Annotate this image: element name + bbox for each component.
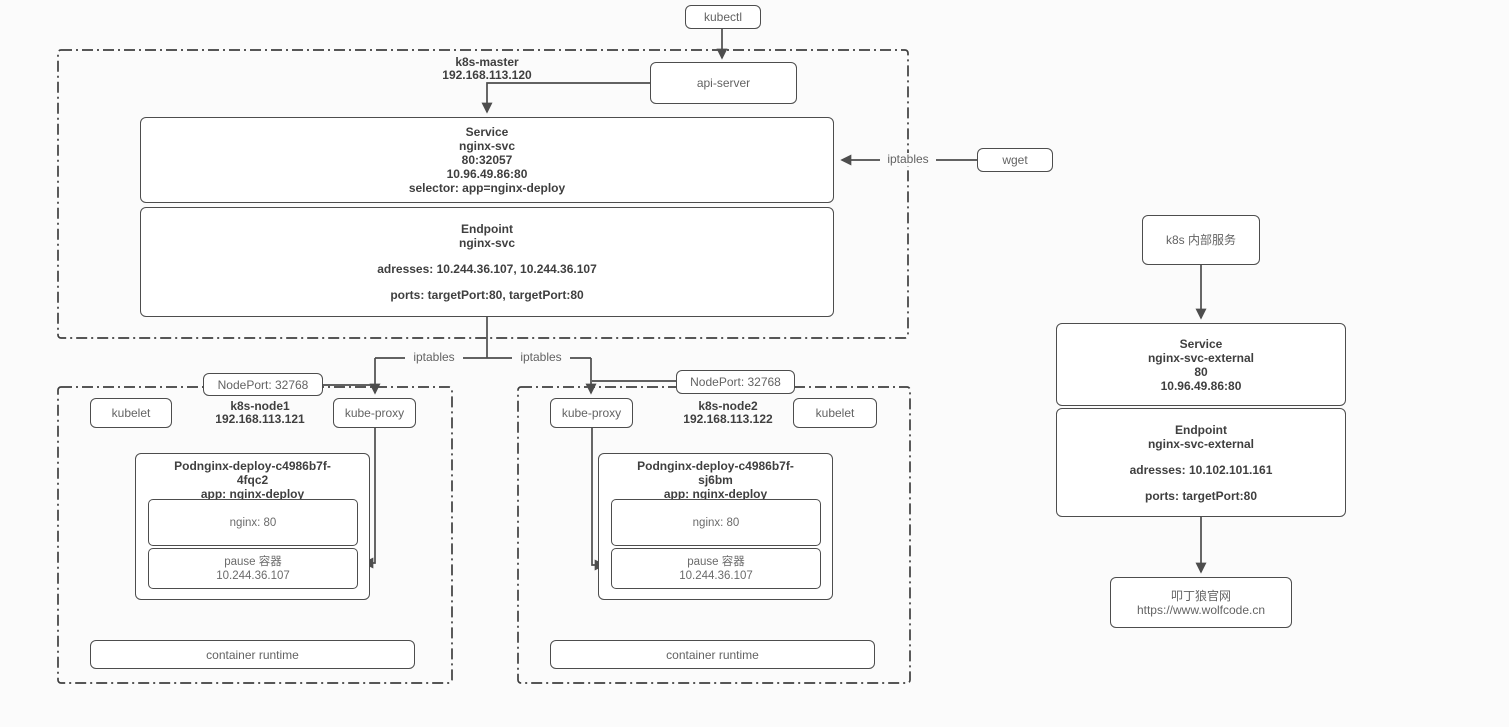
kubelet2-box: kubelet	[793, 398, 877, 428]
endpoint-external-box: Endpoint nginx-svc-external adresses: 10…	[1056, 408, 1346, 517]
kubectl-label: kubectl	[703, 10, 743, 24]
master-boundary	[57, 49, 909, 339]
service-external-name: nginx-svc-external	[1147, 350, 1255, 365]
pod1-name-line2: 4fqc2	[236, 473, 269, 487]
container-runtime1-label: container runtime	[206, 647, 299, 662]
pod2-name-line2: sj6bm	[698, 473, 733, 487]
node1-ip: 192.168.113.121	[215, 412, 305, 426]
endpoint-nginx-svc-box: Endpoint nginx-svc adresses: 10.244.36.1…	[140, 207, 834, 317]
nodeport1-label: NodePort: 32768	[217, 377, 309, 392]
endpoint-ports: ports: targetPort:80, targetPort:80	[390, 288, 584, 302]
pod1-app-label: app: nginx-deploy	[200, 487, 305, 501]
pod2-app-label: app: nginx-deploy	[663, 487, 768, 501]
nodeport1-box: NodePort: 32768	[203, 373, 323, 396]
kubelet1-box: kubelet	[90, 398, 172, 428]
pod1-pause-container: pause 容器 10.244.36.107	[148, 548, 358, 589]
service-external-box: Service nginx-svc-external 80 10.96.49.8…	[1056, 323, 1346, 406]
iptables-label-node1: iptables	[405, 351, 463, 364]
node1-name: k8s-node1	[230, 399, 290, 413]
node1-title: k8s-node1 192.168.113.121	[180, 400, 340, 426]
endpoint-external-title: Endpoint	[1175, 422, 1227, 437]
pod2-pause-container: pause 容器 10.244.36.107	[611, 548, 821, 589]
api-server-box: api-server	[650, 62, 797, 104]
iptables-label-node2: iptables	[512, 351, 570, 364]
service-cluster-ip: 10.96.49.86:80	[446, 167, 528, 181]
service-name: nginx-svc	[458, 139, 515, 153]
pod2-pause-ip: 10.244.36.107	[679, 569, 753, 582]
pod2-pause-name: pause 容器	[687, 555, 745, 568]
endpoint-external-name: nginx-svc-external	[1147, 436, 1255, 451]
kubectl-box: kubectl	[685, 5, 761, 29]
internal-service-entry-label: k8s 内部服务	[1165, 233, 1236, 247]
master-name: k8s-master	[455, 55, 519, 69]
kubelet2-label: kubelet	[815, 406, 855, 420]
pod1-pause-name: pause 容器	[224, 555, 282, 568]
nodeport2-box: NodePort: 32768	[676, 370, 795, 394]
endpoint-external-addresses: adresses: 10.102.101.161	[1129, 462, 1273, 477]
service-external-title: Service	[1179, 336, 1223, 351]
iptables-label-wget: iptables	[880, 153, 936, 166]
pod1-nginx-label: nginx: 80	[229, 516, 277, 529]
service-selector: selector: app=nginx-deploy	[408, 181, 566, 195]
pod2-box: Podnginx-deploy-c4986b7f- sj6bm app: ngi…	[598, 453, 833, 600]
kube-proxy1-box: kube-proxy	[333, 398, 416, 428]
pod1-box: Podnginx-deploy-c4986b7f- 4fqc2 app: ngi…	[135, 453, 370, 600]
endpoint-external-ports: ports: targetPort:80	[1144, 488, 1257, 503]
pod2-nginx-label: nginx: 80	[692, 516, 740, 529]
wolfcode-site-url: https://www.wolfcode.cn	[1136, 602, 1266, 617]
nodeport2-label: NodePort: 32768	[690, 375, 781, 389]
kube-proxy1-label: kube-proxy	[344, 406, 405, 420]
service-external-cluster-ip: 10.96.49.86:80	[1160, 378, 1242, 393]
wget-label: wget	[1002, 153, 1028, 167]
kubelet1-label: kubelet	[111, 406, 151, 420]
pod1-pause-ip: 10.244.36.107	[216, 569, 290, 582]
service-external-port: 80	[1194, 364, 1208, 379]
wolfcode-site-name: 叩丁狼官网	[1170, 588, 1231, 603]
container-runtime1-box: container runtime	[90, 640, 415, 669]
master-ip: 192.168.113.120	[442, 68, 532, 82]
wolfcode-site-box: 叩丁狼官网 https://www.wolfcode.cn	[1110, 577, 1292, 628]
internal-service-entry-box: k8s 内部服务	[1142, 215, 1260, 265]
node2-title: k8s-node2 192.168.113.122	[648, 400, 808, 426]
container-runtime2-label: container runtime	[666, 647, 759, 662]
container-runtime2-box: container runtime	[550, 640, 875, 669]
kube-proxy2-label: kube-proxy	[561, 406, 622, 420]
service-title: Service	[465, 125, 509, 139]
api-server-label: api-server	[696, 76, 751, 90]
pod2-nginx-container: nginx: 80	[611, 499, 821, 546]
wget-box: wget	[977, 148, 1053, 172]
service-port: 80:32057	[461, 153, 513, 167]
master-title: k8s-master 192.168.113.120	[407, 56, 567, 82]
kube-proxy2-box: kube-proxy	[550, 398, 633, 428]
service-nginx-svc-box: Service nginx-svc 80:32057 10.96.49.86:8…	[140, 117, 834, 203]
arrow-apiserver-to-service	[481, 82, 650, 114]
endpoint-addresses: adresses: 10.244.36.107, 10.244.36.107	[377, 262, 597, 276]
endpoint-name: nginx-svc	[458, 236, 515, 250]
endpoint-title: Endpoint	[461, 222, 513, 236]
node2-name: k8s-node2	[698, 399, 758, 413]
pod2-name-line1: Podnginx-deploy-c4986b7f-	[637, 459, 794, 473]
node2-ip: 192.168.113.122	[683, 412, 773, 426]
pod1-nginx-container: nginx: 80	[148, 499, 358, 546]
pod1-name-line1: Podnginx-deploy-c4986b7f-	[174, 459, 331, 473]
